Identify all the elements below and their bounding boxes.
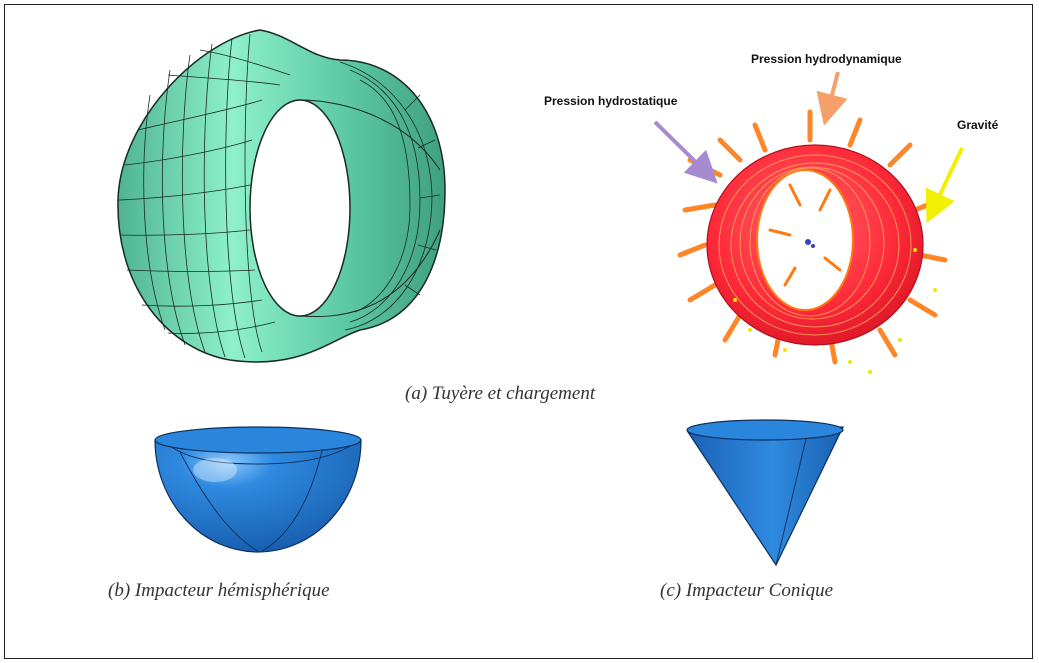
caption-a: (a) Tuyère et chargement xyxy=(405,383,596,404)
gravity-label: Gravité xyxy=(957,118,999,132)
hydrostatic-arrow xyxy=(653,120,718,184)
hydrostatic-pressure-label: Pression hydrostatique xyxy=(544,94,678,108)
hydrodynamic-pressure-label: Pression hydrodynamique xyxy=(751,52,902,66)
conical-impactor xyxy=(686,419,844,567)
hydrodynamic-arrow xyxy=(816,71,848,126)
caption-b: (b) Impacteur hémisphérique xyxy=(108,580,330,601)
gravity-arrow xyxy=(925,147,964,224)
loaded-ring xyxy=(677,109,948,374)
caption-c: (c) Impacteur Conique xyxy=(660,580,834,601)
hemispherical-impactor xyxy=(154,426,362,553)
nozzle-mesh xyxy=(117,29,446,363)
